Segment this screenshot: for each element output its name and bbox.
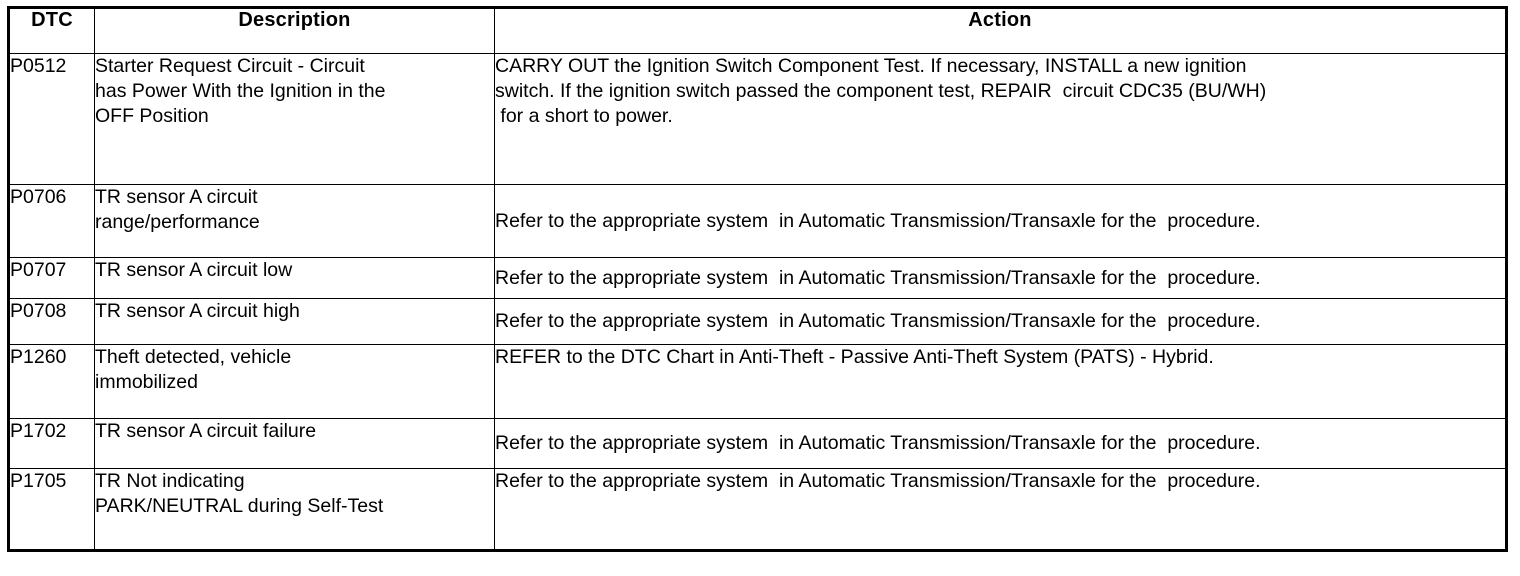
cell-description: TR sensor A circuit low [94,257,495,299]
table-row: P0707 TR sensor A circuit low Refer to t… [8,257,1507,299]
dtc-code: P1705 [10,470,67,492]
action-text: Refer to the appropriate system in Autom… [495,266,1261,289]
description-text: TR sensor A circuit high [95,300,300,322]
cell-action: Refer to the appropriate system in Autom… [494,468,1507,551]
column-header-dtc: DTC [8,7,95,54]
table-row: P1705 TR Not indicating PARK/NEUTRAL dur… [8,468,1507,551]
table-row: P0708 TR sensor A circuit high Refer to … [8,298,1507,345]
table-body: P0512 Starter Request Circuit - Circuit … [8,53,1507,551]
action-text: REFER to the DTC Chart in Anti-Theft - P… [495,346,1214,368]
description-text: Theft detected, vehicle immobilized [95,346,292,393]
cell-description: TR Not indicating PARK/NEUTRAL during Se… [94,468,495,551]
cell-description: Theft detected, vehicle immobilized [94,344,495,419]
action-text: Refer to the appropriate system in Autom… [495,310,1261,332]
cell-description: Starter Request Circuit - Circuit has Po… [94,53,495,185]
header-row: DTC Description Action [8,7,1507,54]
column-header-action: Action [494,7,1507,54]
action-text: Refer to the appropriate system in Autom… [495,470,1261,492]
table-row: P1260 Theft detected, vehicle immobilize… [8,344,1507,419]
cell-action: Refer to the appropriate system in Autom… [494,257,1507,299]
cell-dtc: P0708 [8,298,95,345]
cell-dtc: P1702 [8,418,95,469]
action-text: Refer to the appropriate system in Autom… [495,432,1261,454]
dtc-code: P0708 [10,300,67,322]
description-text: TR sensor A circuit range/performance [95,186,260,233]
description-text: TR sensor A circuit low [95,259,293,281]
dtc-chart-table: DTC Description Action P0512 Starter Req… [7,6,1508,552]
dtc-code: P0707 [10,259,67,281]
cell-action: Refer to the appropriate system in Autom… [494,184,1507,258]
cell-description: TR sensor A circuit range/performance [94,184,495,258]
cell-action: Refer to the appropriate system in Autom… [494,418,1507,469]
table-row: P1702 TR sensor A circuit failure Refer … [8,418,1507,469]
cell-dtc: P0707 [8,257,95,299]
dtc-code: P1702 [10,420,67,442]
table-row: P0512 Starter Request Circuit - Circuit … [8,53,1507,185]
table-row: P0706 TR sensor A circuit range/performa… [8,184,1507,258]
dtc-code: P1260 [10,346,67,368]
cell-dtc: P0706 [8,184,95,258]
cell-dtc: P1260 [8,344,95,419]
action-text: CARRY OUT the Ignition Switch Component … [495,55,1267,127]
cell-description: TR sensor A circuit failure [94,418,495,469]
dtc-code: P0512 [10,55,67,77]
cell-action: CARRY OUT the Ignition Switch Component … [494,53,1507,185]
description-text: Starter Request Circuit - Circuit has Po… [95,55,386,127]
cell-description: TR sensor A circuit high [94,298,495,345]
dtc-code: P0706 [10,186,67,208]
column-header-description: Description [94,7,495,54]
cell-dtc: P0512 [8,53,95,185]
description-text: TR Not indicating PARK/NEUTRAL during Se… [95,470,384,517]
cell-dtc: P1705 [8,468,95,551]
cell-action: REFER to the DTC Chart in Anti-Theft - P… [494,344,1507,419]
description-text: TR sensor A circuit failure [95,420,317,442]
table-header: DTC Description Action [8,7,1507,54]
action-text: Refer to the appropriate system in Autom… [495,209,1261,232]
cell-action: Refer to the appropriate system in Autom… [494,298,1507,345]
